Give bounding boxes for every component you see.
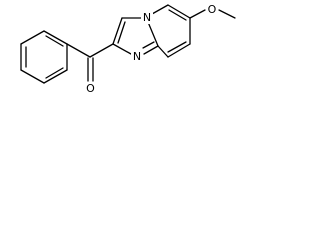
atom-labels: O N N O — [84, 3, 218, 95]
methoxy-oxygen-label: O — [208, 3, 217, 16]
bond-methoxy-o-ch3 — [218, 9, 236, 19]
bond-c2-c3 — [112, 17, 123, 45]
bridgehead-nitrogen-label: N — [143, 11, 151, 24]
imidazole-nitrogen-label: N — [133, 50, 141, 63]
bond-phenyl-4 — [20, 69, 45, 84]
carbonyl-oxygen-label: O — [86, 82, 95, 95]
bond-phenyl-1 — [43, 30, 68, 45]
bond-n1-c2 — [112, 43, 132, 55]
bonds — [20, 4, 236, 84]
bond-n4-c8a — [147, 21, 159, 47]
bond-c8a-n1 — [143, 45, 159, 55]
bond-c8a-n1-inner — [142, 41, 155, 49]
bond-phenyl-carbonyl — [66, 43, 91, 58]
bond-c7-c8-inner — [167, 41, 187, 53]
bond-carbonyl-c2 — [89, 43, 114, 58]
bond-c6-methoxy-o — [189, 9, 206, 19]
bond-phenyl-3 — [43, 69, 68, 84]
bond-c8-c8a — [157, 45, 169, 58]
bond-c2-c3-inner — [117, 21, 126, 44]
bond-phenyl-3-inner — [45, 67, 64, 79]
bond-c5-c6-inner — [168, 9, 187, 21]
bond-c7-c8 — [167, 43, 191, 58]
bond-phenyl-6 — [20, 30, 45, 45]
molecule-structure-diagram: O N N O — [20, 3, 236, 95]
bond-c5-c6 — [167, 4, 191, 19]
bond-n4-c5 — [151, 4, 169, 15]
bond-phenyl-1-inner — [45, 35, 64, 47]
